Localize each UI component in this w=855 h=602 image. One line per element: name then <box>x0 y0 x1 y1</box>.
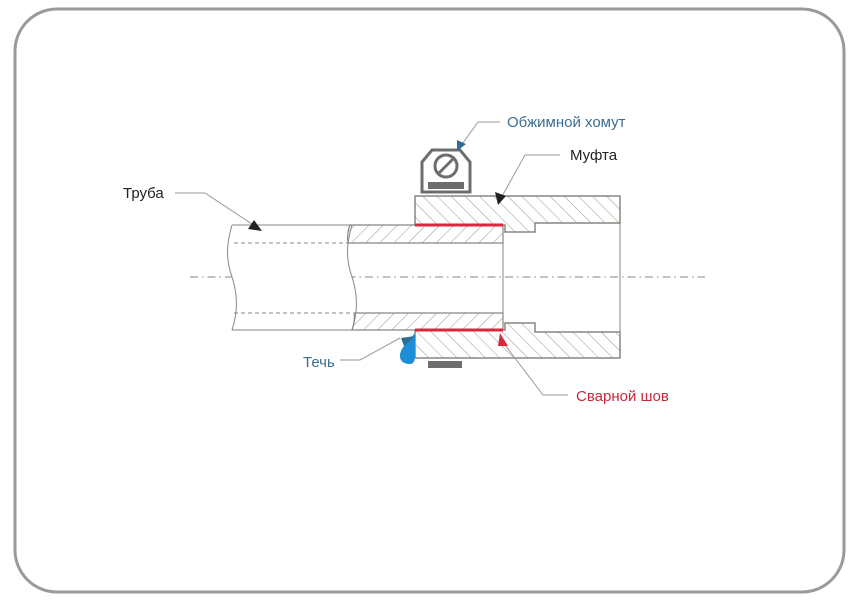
arrow-clamp <box>457 140 466 151</box>
coupling-wall-bottom <box>414 322 621 359</box>
label-coupling: Муфта <box>570 147 618 164</box>
pipe-wall-bottom <box>351 312 504 331</box>
frame-border <box>13 7 846 594</box>
pipe-wall-top <box>347 224 504 244</box>
clamp-icon <box>420 148 472 194</box>
arrow-coupling <box>495 192 506 205</box>
label-leak: Течь <box>303 354 335 371</box>
leaders <box>175 121 568 396</box>
leak-drop-icon <box>400 334 415 364</box>
arrow-pipe <box>248 220 262 231</box>
clamp-band-bottom <box>428 361 462 368</box>
label-pipe: Труба <box>123 185 164 202</box>
arrow-leak <box>401 336 415 346</box>
label-weld: Сварной шов <box>576 388 669 405</box>
label-clamp: Обжимной хомут <box>507 114 626 131</box>
arrow-weld <box>498 333 508 346</box>
